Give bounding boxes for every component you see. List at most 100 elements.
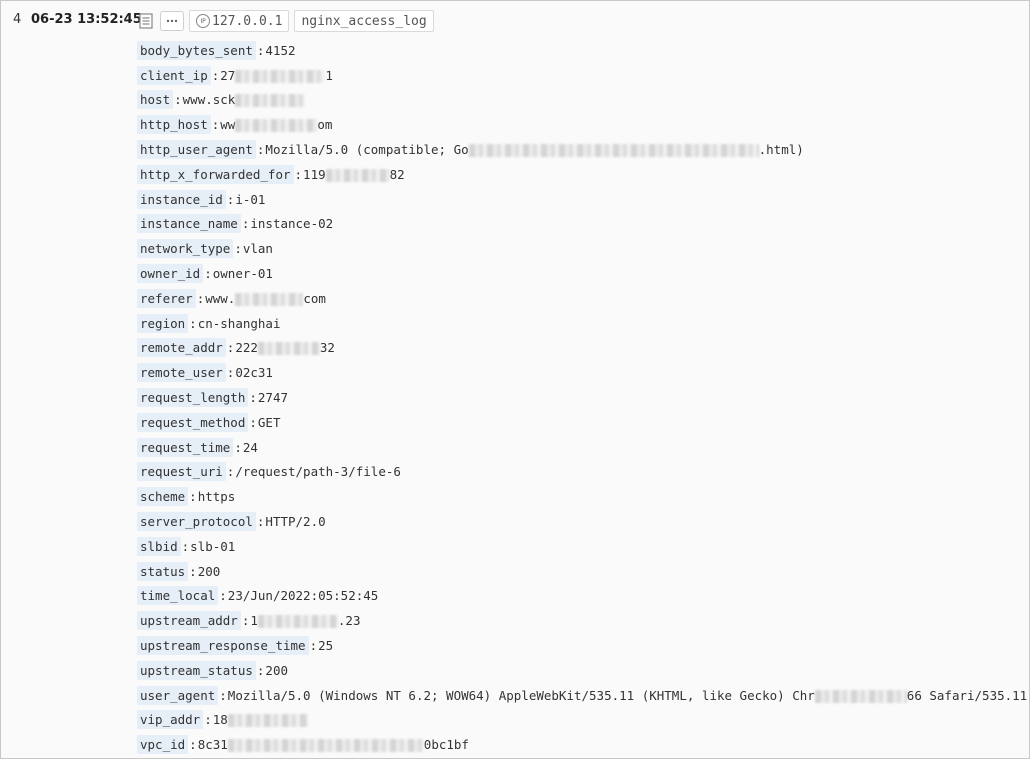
field-value-text: 8c31 <box>197 737 228 753</box>
row-timestamp: 06-23 13:52:45 <box>31 12 142 27</box>
field-row-http-user-agent: http_user_agent:Mozilla/5.0 (compatible;… <box>137 137 1029 162</box>
field-separator: : <box>226 191 235 207</box>
field-row-time-local: time_local:23/Jun/2022:05:52:45 <box>137 584 1029 609</box>
field-value[interactable]: 18 <box>212 712 308 728</box>
field-value-text: /request/path-3/file-6 <box>235 464 401 480</box>
field-key[interactable]: remote_addr <box>137 338 226 358</box>
source-ip-tag[interactable]: IP 127.0.0.1 <box>189 10 290 32</box>
field-key[interactable]: http_user_agent <box>137 140 256 160</box>
field-separator: : <box>256 514 265 530</box>
field-key[interactable]: user_agent <box>137 685 219 705</box>
field-row-region: region:cn-shanghai <box>137 311 1029 336</box>
field-key[interactable]: remote_user <box>137 363 226 383</box>
redacted-mask <box>257 342 320 356</box>
field-key[interactable]: owner_id <box>137 264 204 284</box>
field-value-text: cn-shanghai <box>197 315 281 331</box>
field-value[interactable]: cn-shanghai <box>198 316 281 331</box>
topic-tag[interactable]: nginx_access_log <box>294 10 434 32</box>
more-options-button[interactable] <box>160 11 184 31</box>
field-value-text: 18 <box>212 712 228 728</box>
field-key[interactable]: time_local <box>137 586 219 606</box>
field-key[interactable]: instance_name <box>137 214 241 234</box>
field-value-text: HTTP/2.0 <box>265 514 326 530</box>
field-key[interactable]: request_method <box>137 412 249 432</box>
field-separator: : <box>219 588 227 604</box>
field-row-request-length: request_length:2747 <box>137 385 1029 410</box>
field-separator: : <box>234 439 242 455</box>
field-row-request-method: request_method:GET <box>137 410 1029 435</box>
field-key[interactable]: http_host <box>137 115 211 135</box>
field-value[interactable]: GET <box>258 415 281 430</box>
field-row-slbid: slbid:slb-01 <box>137 534 1029 559</box>
field-value[interactable]: 4152 <box>265 43 295 58</box>
field-value[interactable]: /request/path-3/file-6 <box>235 464 401 479</box>
redacted-mask <box>468 144 759 158</box>
field-separator: : <box>189 489 197 505</box>
field-key[interactable]: request_length <box>137 388 249 408</box>
field-key[interactable]: upstream_status <box>137 660 256 680</box>
field-value-text: 82 <box>389 166 405 182</box>
field-value[interactable]: www.com <box>205 291 326 306</box>
field-key[interactable]: host <box>137 90 174 110</box>
field-key[interactable]: scheme <box>137 487 189 507</box>
field-value[interactable]: 23/Jun/2022:05:52:45 <box>228 588 379 603</box>
field-separator: : <box>189 563 197 579</box>
field-key[interactable]: region <box>137 313 189 333</box>
field-value[interactable]: 200 <box>265 663 288 678</box>
field-key[interactable]: http_x_forwarded_for <box>137 164 294 184</box>
field-separator: : <box>211 117 220 133</box>
field-row-network-type: network_type:vlan <box>137 236 1029 261</box>
field-key[interactable]: server_protocol <box>137 512 256 532</box>
field-value[interactable]: HTTP/2.0 <box>265 514 325 529</box>
field-separator: : <box>249 414 257 430</box>
field-value[interactable]: www.sck <box>183 92 306 108</box>
field-value-text: om <box>317 117 333 133</box>
field-key[interactable]: body_bytes_sent <box>137 40 256 60</box>
field-value[interactable]: 25 <box>318 638 333 653</box>
field-value[interactable]: vlan <box>243 241 273 256</box>
field-value[interactable]: i-01 <box>235 192 265 207</box>
field-value-text: 4152 <box>265 42 296 58</box>
field-key[interactable]: network_type <box>137 239 234 259</box>
field-key[interactable]: referer <box>137 288 196 308</box>
field-key[interactable]: instance_id <box>137 189 226 209</box>
field-key[interactable]: vip_addr <box>137 710 204 730</box>
field-value[interactable]: 2747 <box>258 390 288 405</box>
field-value[interactable]: 02c31 <box>235 365 273 380</box>
field-row-instance-name: instance_name:instance-02 <box>137 212 1029 237</box>
field-value[interactable]: instance-02 <box>250 216 333 231</box>
field-key[interactable]: upstream_addr <box>137 611 241 631</box>
field-row-user-agent: user_agent:Mozilla/5.0 (Windows NT 6.2; … <box>137 683 1029 708</box>
field-key[interactable]: client_ip <box>137 65 211 85</box>
document-icon[interactable] <box>137 11 155 31</box>
field-key[interactable]: slbid <box>137 536 181 556</box>
field-row-request-uri: request_uri:/request/path-3/file-6 <box>137 460 1029 485</box>
field-value[interactable]: Mozilla/5.0 (compatible; Go.html) <box>265 142 804 158</box>
field-row-upstream-addr: upstream_addr:1.23 <box>137 608 1029 633</box>
field-value[interactable]: 1.23 <box>250 613 360 629</box>
field-value[interactable]: owner-01 <box>213 266 273 281</box>
field-value[interactable]: slb-01 <box>190 539 235 554</box>
redacted-mask <box>227 739 424 753</box>
field-key[interactable]: upstream_response_time <box>137 636 309 656</box>
field-key[interactable]: status <box>137 561 189 581</box>
field-separator: : <box>219 687 227 703</box>
field-value[interactable]: https <box>198 489 236 504</box>
field-key[interactable]: request_uri <box>137 462 226 482</box>
source-ip-value: 127.0.0.1 <box>212 13 283 29</box>
field-value[interactable]: 24 <box>243 440 258 455</box>
field-value[interactable]: Mozilla/5.0 (Windows NT 6.2; WOW64) Appl… <box>228 688 1027 703</box>
field-key[interactable]: request_time <box>137 437 234 457</box>
field-separator: : <box>211 67 220 83</box>
field-row-referer: referer:www.com <box>137 286 1029 311</box>
field-value[interactable]: 200 <box>198 564 221 579</box>
field-key[interactable]: vpc_id <box>137 735 189 755</box>
record-toolbar: IP 127.0.0.1 nginx_access_log <box>137 9 434 33</box>
